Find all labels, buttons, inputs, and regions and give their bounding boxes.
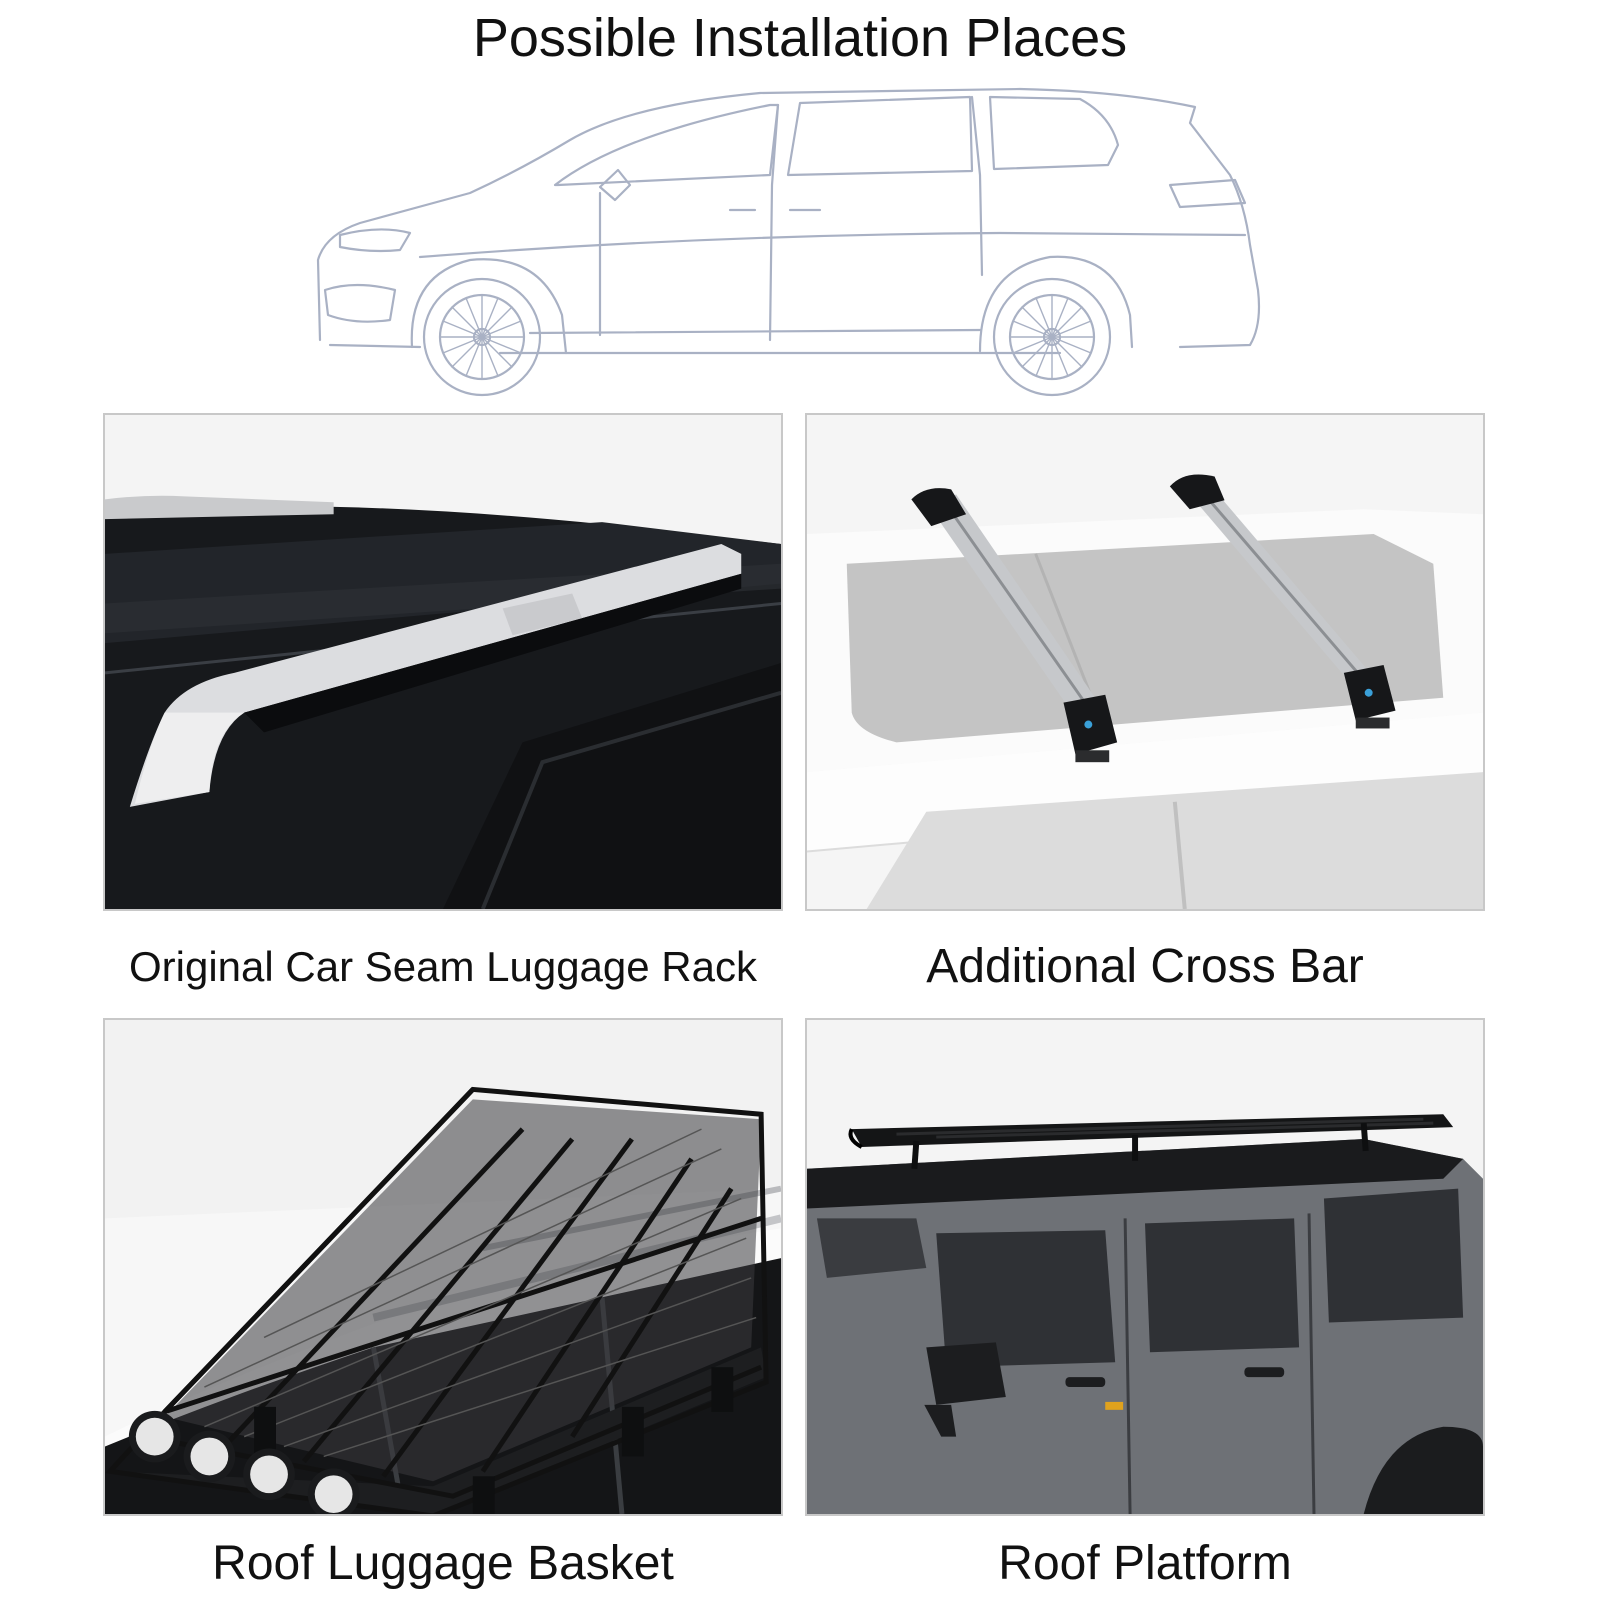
caption-cross-bar: Additional Cross Bar xyxy=(926,940,1364,993)
roof-platform-photo-icon xyxy=(805,1018,1485,1516)
cross-bar-photo-icon xyxy=(805,413,1485,911)
roof-rail-photo-icon xyxy=(103,413,783,911)
caption-roof-rail: Original Car Seam Luggage Rack xyxy=(129,943,757,990)
suv-outline-sketch-icon xyxy=(300,75,1300,405)
caption-luggage-basket: Roof Luggage Basket xyxy=(212,1537,674,1590)
page-title: Possible Installation Places xyxy=(472,8,1128,68)
caption-roof-platform: Roof Platform xyxy=(998,1537,1292,1590)
luggage-basket-photo-icon xyxy=(103,1018,783,1516)
